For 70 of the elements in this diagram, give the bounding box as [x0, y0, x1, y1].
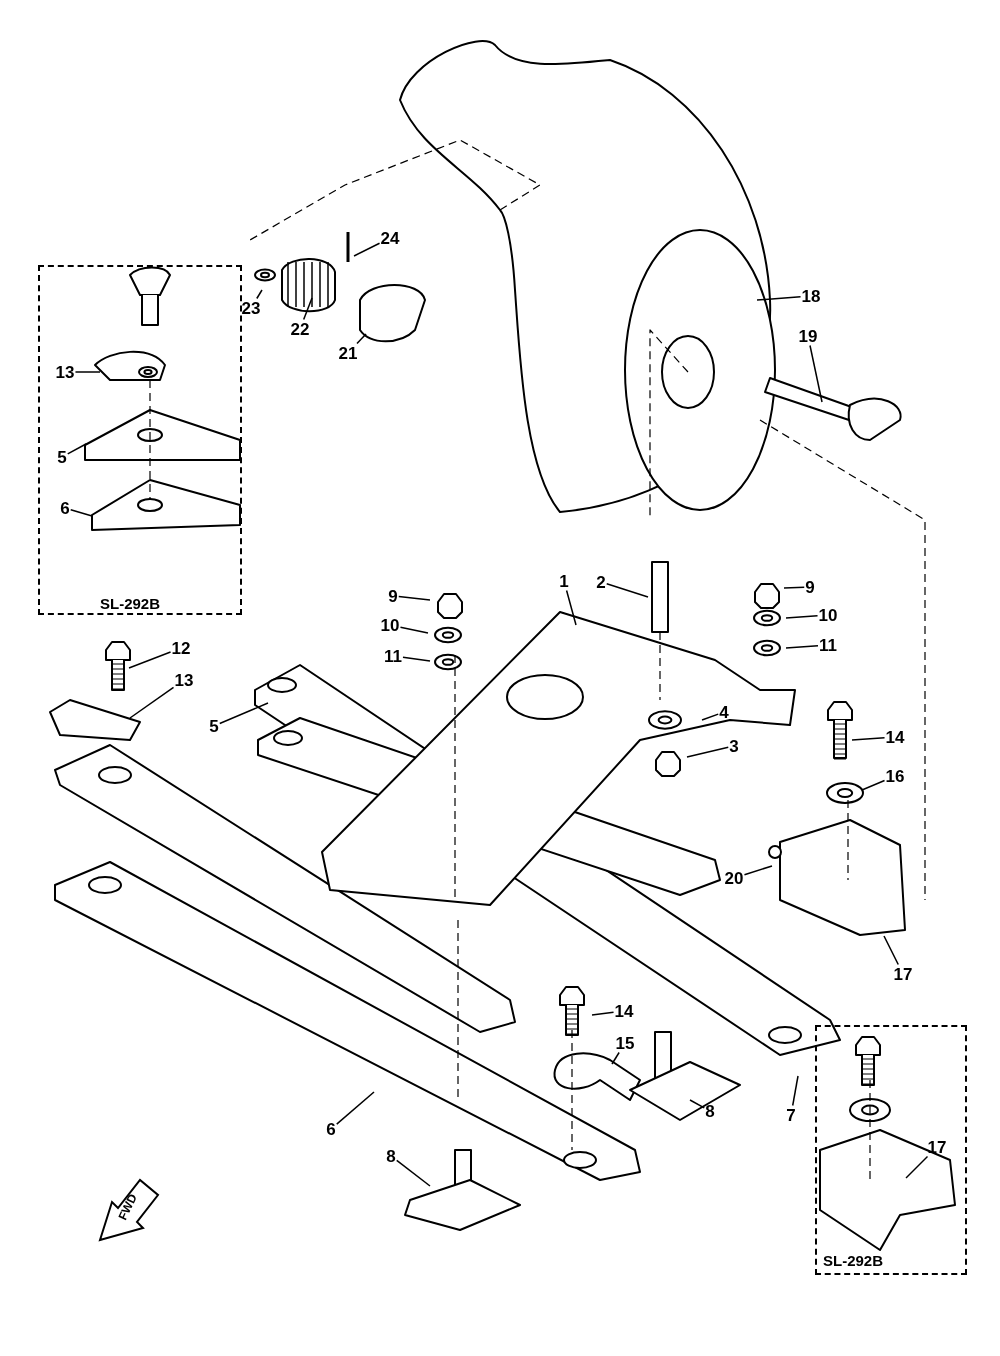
callout-number: 10: [380, 616, 400, 634]
callout-number: 3: [729, 737, 739, 755]
leader-line: [67, 443, 87, 455]
leader-line: [785, 644, 819, 649]
callout-number: 8: [705, 1102, 715, 1120]
leader-line: [851, 737, 886, 741]
callout-number: 24: [380, 229, 400, 247]
leader-line: [591, 1011, 615, 1016]
callout-number: 14: [614, 1002, 634, 1020]
leader-line: [219, 702, 269, 725]
dashed-frame: [38, 265, 242, 615]
callout-number: 9: [388, 587, 398, 605]
leader-line: [336, 1091, 375, 1125]
callout-number: 21: [338, 344, 358, 362]
leader-line: [398, 595, 431, 601]
leader-line: [302, 297, 313, 321]
leader-line: [565, 589, 577, 626]
callout-number: 4: [719, 703, 729, 721]
part-code: SL-292B: [100, 595, 161, 612]
callout-number: 16: [885, 767, 905, 785]
callout-number: 13: [55, 363, 75, 381]
leader-line: [791, 1075, 799, 1107]
callout-number: 7: [786, 1106, 796, 1124]
dashed-frame: [815, 1025, 967, 1275]
callout-number: 6: [60, 499, 70, 517]
callout-number: 15: [615, 1034, 635, 1052]
leader-line: [883, 935, 899, 966]
leader-line: [756, 296, 802, 301]
leader-line: [356, 333, 367, 345]
leader-line: [689, 1099, 705, 1109]
callout-number: 17: [893, 965, 913, 983]
callout-number: 10: [818, 606, 838, 624]
callout-number: 1: [559, 572, 569, 590]
leader-line: [743, 865, 773, 876]
leader-line: [905, 1155, 929, 1179]
callout-number: 12: [171, 639, 191, 657]
leader-line: [611, 1051, 620, 1065]
leader-line: [783, 586, 805, 589]
callout-number: 6: [326, 1120, 336, 1138]
callout-number: 8: [386, 1147, 396, 1165]
callout-number: 18: [801, 287, 821, 305]
callout-number: 22: [290, 320, 310, 338]
leader-line: [129, 686, 175, 719]
callout-number: 11: [819, 636, 837, 654]
leader-line: [701, 713, 719, 721]
leader-line: [809, 344, 823, 403]
callout-number: 19: [798, 327, 818, 345]
callout-number: 9: [805, 578, 815, 596]
callout-number: 5: [209, 717, 219, 735]
part-code: SL-292B: [823, 1252, 884, 1269]
leader-line: [74, 371, 101, 373]
leader-line: [606, 583, 649, 598]
callout-number: 23: [241, 299, 261, 317]
callout-number: 13: [174, 671, 194, 689]
leader-line: [128, 651, 172, 669]
callout-number: 20: [724, 869, 744, 887]
leader-line: [353, 242, 381, 257]
leader-line: [256, 289, 263, 300]
leader-line: [396, 1159, 431, 1187]
callout-number: 2: [596, 573, 606, 591]
leader-line: [686, 746, 729, 758]
callout-number: 14: [885, 728, 905, 746]
leader-line: [399, 626, 429, 634]
direction-label: FWD: [115, 1191, 140, 1223]
leader-line: [70, 508, 93, 517]
callout-number: 11: [384, 647, 402, 665]
leader-line: [861, 779, 886, 791]
leader-line: [785, 615, 819, 619]
leader-line: [402, 656, 431, 662]
callout-number: 5: [57, 448, 67, 466]
